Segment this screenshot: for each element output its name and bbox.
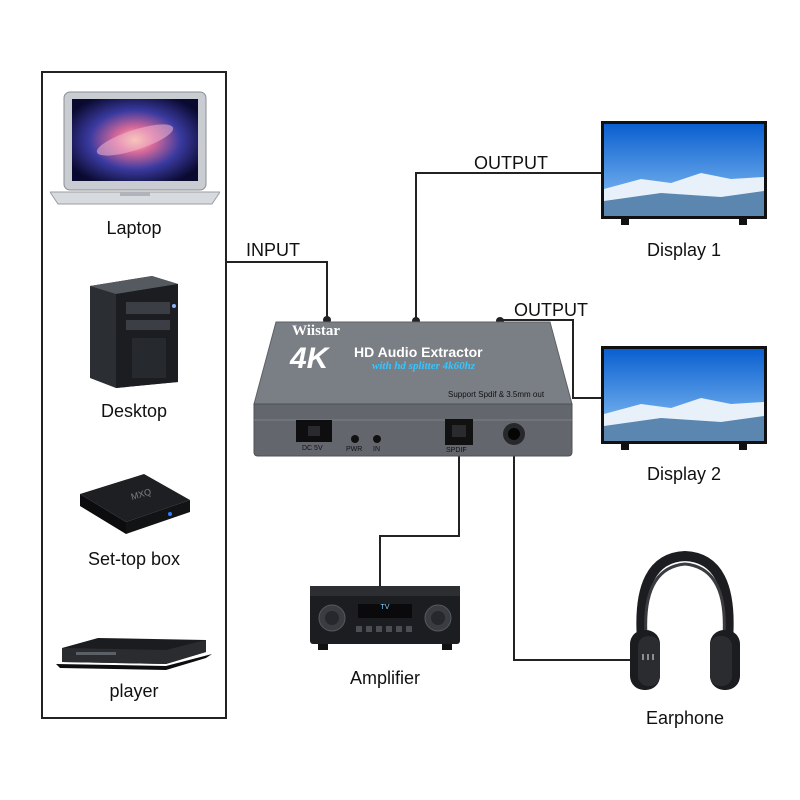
earphone-wire xyxy=(513,452,632,661)
amplifier-display: TV xyxy=(380,604,390,611)
output-wire-1 xyxy=(415,172,602,320)
headphones-icon xyxy=(630,550,740,690)
device-title: HD Audio Extractor xyxy=(354,344,483,360)
media-player-icon xyxy=(56,638,212,670)
source-label-laptop: Laptop xyxy=(106,218,162,238)
audio-label-amplifier: Amplifier xyxy=(349,668,420,688)
output-label-display-2: Display 2 xyxy=(646,464,722,484)
input-label: INPUT xyxy=(246,240,300,260)
support-text: Support Spdif & 3.5mm out xyxy=(448,390,545,399)
device-body xyxy=(253,321,573,457)
pwr-led-label: PWR xyxy=(346,446,363,453)
audio-label-earphone: Earphone xyxy=(645,708,725,728)
desktop-tower-icon xyxy=(90,276,178,388)
dc-port-label: DC 5V xyxy=(302,445,323,452)
output-label-1: OUTPUT xyxy=(474,153,548,173)
resolution-badge: 4K xyxy=(290,342,329,375)
source-devices-panel xyxy=(41,71,227,719)
source-label-player: player xyxy=(109,681,159,701)
output-wire-2 xyxy=(500,319,602,399)
spdif-wire xyxy=(379,450,460,588)
output-label-2: OUTPUT xyxy=(514,300,588,320)
tv-display-icon xyxy=(601,346,767,450)
tv-display-icon xyxy=(601,121,767,225)
output-label-display-1: Display 1 xyxy=(646,240,722,260)
brand-logo: Wiistar xyxy=(292,323,341,339)
set-top-box-icon: MXQ xyxy=(80,474,190,534)
spdif-port-label: SPDIF xyxy=(446,447,467,454)
audio-extractor-device: Wiistar 4K HD Audio Extractor with hd sp… xyxy=(252,320,574,458)
laptop-icon xyxy=(50,91,220,205)
source-label-set-top-box: Set-top box xyxy=(87,549,181,569)
input-wire xyxy=(227,261,328,320)
amplifier-icon xyxy=(310,586,460,650)
source-label-desktop: Desktop xyxy=(100,401,168,421)
in-led-label: IN xyxy=(373,446,380,453)
device-subtitle: with hd splitter 4k60hz xyxy=(372,360,476,372)
